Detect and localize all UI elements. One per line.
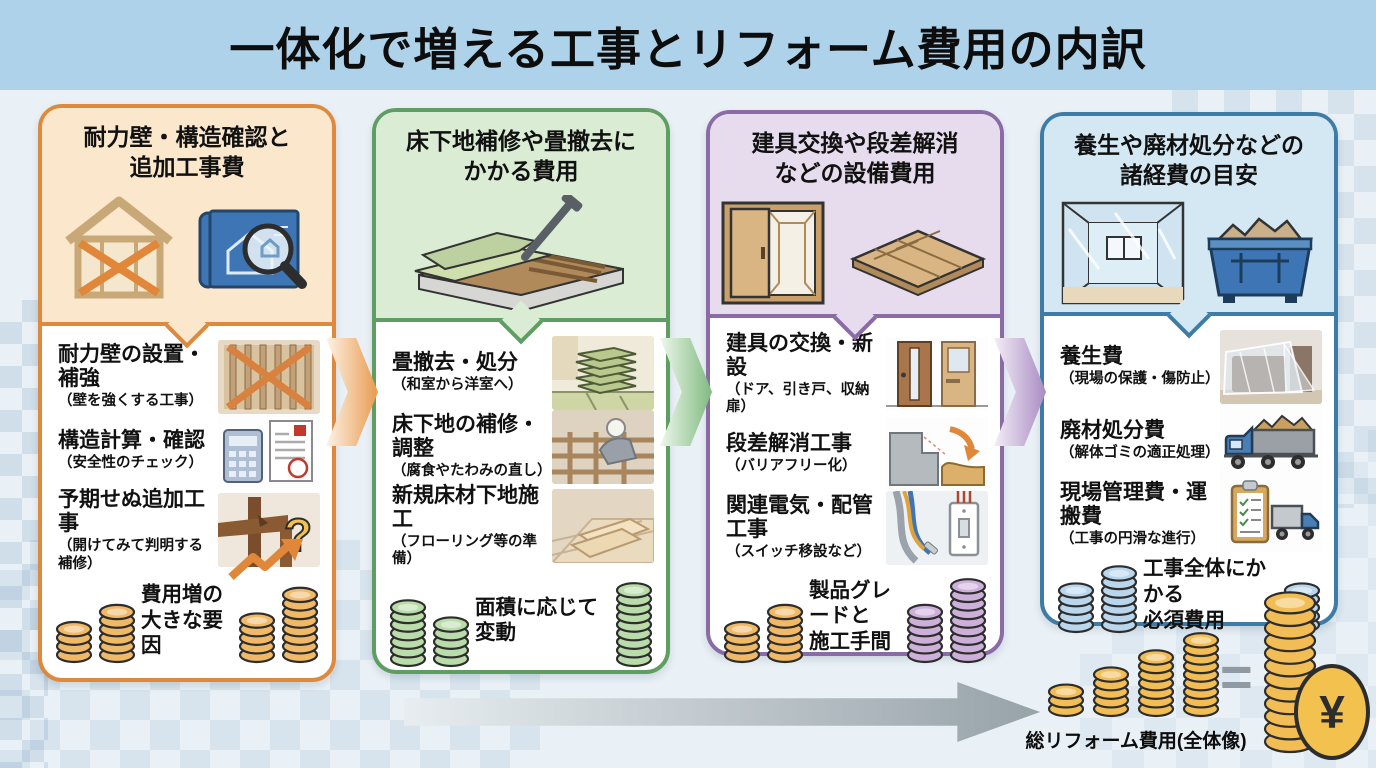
item-note: （解体ゴミの適正処理） (1060, 445, 1220, 462)
new-flooring-image (552, 489, 654, 564)
protected-room-icon (1059, 199, 1187, 312)
column-fittings-body: 建具の交換・新設 （ドア、引き戸、収納扉） 段差解消工事 （バリ (710, 318, 1000, 565)
item-label: 段差解消工事 (726, 432, 852, 456)
doors-image (886, 337, 988, 412)
item-note: （フローリング等の準備） (392, 534, 537, 568)
list-item: 建具の交換・新設 （ドア、引き戸、収納扉） (726, 332, 988, 417)
column-structure-body: 耐力壁の設置・補強 （壁を強くする工事） 構造 (42, 326, 332, 573)
column-misc-header: 養生や廃材処分などの 諸経費の目安 (1044, 116, 1334, 339)
column-fittings-header: 建具交換や段差解消 などの設備費用 (710, 114, 1000, 341)
tatami-stack-image (552, 335, 654, 410)
column-structure-costs: 耐力壁・構造確認と 追加工事費 (38, 104, 336, 682)
bracing-wall-image (218, 339, 320, 414)
column-floor-header: 床下地補修や畳撤去に かかる費用 (376, 112, 666, 345)
item-note: （バリアフリー化） (726, 458, 857, 475)
list-item: 廃材処分費 （解体ゴミの適正処理） (1060, 403, 1322, 478)
list-item: 畳撤去・処分 （和室から洋室へ） (392, 335, 654, 410)
column-floor-title: 床下地補修や畳撤去に かかる費用 (406, 128, 636, 185)
item-note: （和室から洋室へ） (392, 377, 523, 394)
column-floor-footer: 面積に応じて変動 (376, 569, 666, 682)
item-label: 耐力壁の設置・補強 (58, 343, 205, 391)
item-label: 廃材処分費 (1060, 418, 1165, 442)
item-note: （現場の保護・傷防止） (1060, 371, 1220, 388)
item-label: 現場管理費・運搬費 (1060, 480, 1207, 529)
house-frame-icon (58, 191, 180, 308)
svg-text:?: ? (284, 509, 312, 561)
yen-coin-icon: ¥ (1294, 664, 1370, 760)
ascending-coin-stacks-icon (1046, 622, 1226, 718)
item-label: 予期せぬ追加工事 (58, 487, 205, 536)
item-note: （工事の円滑な進行） (1060, 531, 1205, 548)
item-label: 養生費 (1060, 344, 1123, 368)
hidden-damage-image: ? (218, 493, 320, 568)
coin-stack-icon (722, 594, 805, 664)
yen-symbol: ¥ (1319, 686, 1345, 738)
footer-text: 面積に応じて変動 (475, 595, 598, 645)
column-fittings-title: 建具交換や段差解消 などの設備費用 (751, 130, 959, 187)
page-title: 一体化で増える工事とリフォーム費用の内訳 (229, 23, 1147, 75)
debris-truck-image (1220, 403, 1322, 478)
calculator-document-image (218, 413, 320, 488)
tatami-removal-icon (401, 192, 641, 318)
protective-sheeting-image (1220, 329, 1322, 404)
column-structure-header: 耐力壁・構造確認と 追加工事費 (42, 108, 332, 349)
list-item: 段差解消工事 （バリアフリー化） (726, 416, 988, 491)
total-flow-arrow (404, 682, 1040, 742)
item-note: （スイッチ移設など） (726, 544, 871, 561)
list-item: 現場管理費・運搬費 （工事の円滑な進行） (1060, 477, 1322, 552)
column-misc-costs: 養生や廃材処分などの 諸経費の目安 (1040, 112, 1338, 633)
coin-stack-icon (54, 594, 137, 664)
floor-panel-icon (843, 197, 993, 314)
item-label: 関連電気・配管工事 (726, 493, 873, 542)
list-item: 床下地の補修・調整 （腐食やたわみの直し） (392, 409, 654, 484)
footer-text: 工事全体にかかる 必須費用 (1143, 557, 1266, 632)
sliding-door-icon (717, 197, 829, 314)
list-item: 関連電気・配管工事 （スイッチ移設など） (726, 490, 988, 565)
coin-stack-icon (614, 573, 654, 668)
list-item: 耐力壁の設置・補強 （壁を強くする工事） (58, 339, 320, 414)
footer-text: 製品グレードと 施工手間 (809, 578, 891, 654)
column-structure-footer: 費用増の 大きな要因 (42, 539, 332, 678)
joist-repair-image (552, 409, 654, 484)
rising-arrow-icon (228, 539, 303, 580)
rising-cost-coins-icon (228, 539, 320, 664)
step-removal-image (886, 416, 988, 491)
coin-stack-icon (905, 569, 988, 664)
list-item: 新規床材下地施工 （フローリング等の準備） (392, 484, 654, 569)
list-item: 養生費 （現場の保護・傷防止） (1060, 329, 1322, 404)
item-label: 建具の交換・新設 (726, 331, 873, 379)
item-label: 構造計算・確認 (58, 429, 205, 453)
equals-sign: = (1220, 645, 1253, 708)
item-note: （安全性のチェック） (58, 455, 203, 472)
list-item: 構造計算・確認 （安全性のチェック） (58, 413, 320, 488)
title-banner: 一体化で増える工事とリフォーム費用の内訳 (0, 0, 1376, 90)
column-misc-body: 養生費 （現場の保護・傷防止） 廃材処分費 （解体ゴミの適正処理） (1044, 316, 1334, 552)
item-note: （腐食やたわみの直し） (392, 463, 552, 480)
column-structure-title: 耐力壁・構造確認と 追加工事費 (83, 124, 291, 181)
item-label: 新規床材下地施工 (392, 483, 539, 531)
footer-text: 費用増の 大きな要因 (141, 583, 223, 658)
column-floor-body: 畳撤去・処分 （和室から洋室へ） (376, 322, 666, 569)
column-misc-title: 養生や廃材処分などの 諸経費の目安 (1074, 132, 1304, 189)
item-label: 床下地の補修・調整 (392, 412, 539, 461)
item-note: （ドア、引き戸、収納扉） (726, 382, 870, 416)
dumpster-icon (1201, 199, 1319, 312)
blueprint-magnifier-icon (194, 191, 316, 308)
coin-stack-icon (1056, 556, 1139, 634)
coin-stack-icon (388, 590, 471, 668)
list-item: 予期せぬ追加工事 （開けてみて判明する補修） ? (58, 488, 320, 573)
wiring-switch-image (886, 490, 988, 565)
item-label: 畳撤去・処分 (392, 350, 518, 374)
clipboard-truck-image (1220, 477, 1322, 552)
item-note: （壁を強くする工事） (58, 393, 203, 410)
item-note: （開けてみて判明する補修） (58, 538, 203, 572)
column-misc-footer: 工事全体にかかる 必須費用 (1044, 552, 1334, 648)
column-fittings-footer: 製品グレードと 施工手間 (710, 565, 1000, 678)
column-floor-costs: 床下地補修や畳撤去に かかる費用 畳撤去・処分 （和室から洋室へ） (372, 108, 670, 674)
total-cost-label: 総リフォーム費用(全体像) (1025, 731, 1247, 752)
column-fittings-costs: 建具交換や段差解消 などの設備費用 (706, 110, 1004, 663)
